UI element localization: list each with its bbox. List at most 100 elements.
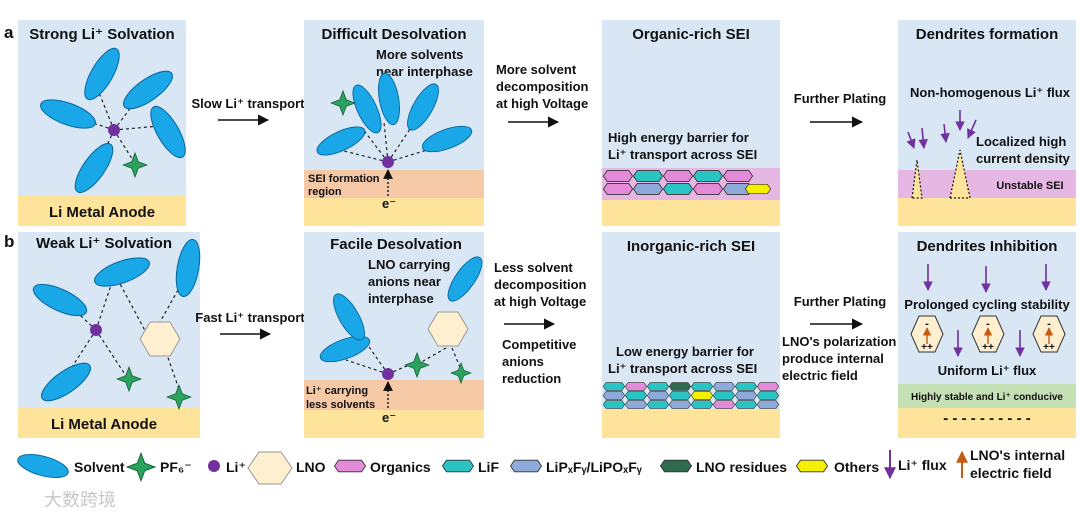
anode-label: Li Metal Anode [51,416,157,433]
lno-plus: ++ [1043,342,1055,353]
legend-pf6: PF₆⁻ [160,459,192,475]
legend-lno-residues-icon [660,459,692,473]
panel-a4-dendrites-formation: Dendrites formation Non-homogenous Li⁺ f… [898,20,1076,226]
arrow-b2-line-1: Less solvent [494,260,573,275]
panel-b3-inorganic-sei: Inorganic-rich SEI Low energy barrier fo… [602,232,780,438]
arrow-b2: Less solvent decomposition at high Volta… [494,260,587,386]
panel-letter-b: b [4,232,14,251]
legend-li-flux: Li⁺ flux [898,457,947,473]
legend-lipxfy: LiPₓFᵧ/LiPOₓFᵧ [546,459,643,475]
stable-sei-layer [898,384,1076,408]
watermark: 大数跨境 [44,490,116,510]
li-ion [90,324,102,336]
lno-polarized-3: - ++ [1032,315,1066,353]
panel-a3-note-1: High energy barrier for [608,130,749,145]
lno-particle [427,311,469,347]
arrow-b3-line-3: electric field [782,368,858,383]
arrow-a2-line-3: at high Voltage [496,96,588,111]
arrow-b3-line-2: produce internal [782,351,884,366]
arrow-b3-line-1: LNO's polarization [782,334,896,349]
panel-a2-note-1: More solvents [376,47,463,62]
arrow-a2: More solvent decomposition at high Volta… [496,62,589,128]
legend-lno: LNO [296,459,326,475]
lno-minus: - [986,318,990,330]
li-flux-arrows [923,264,1051,357]
panel-a3-organic-sei: Organic-rich SEI High energy barrier for… [602,20,780,226]
panel-a3-title: Organic-rich SEI [632,26,750,43]
region-label-2: region [308,186,342,198]
dendrite [949,149,971,199]
legend-solvent-icon [14,449,72,483]
lno-plus: ++ [982,342,994,353]
solvation-cluster [65,279,181,393]
region-label-1: SEI formation [308,173,380,185]
panel-b4-dendrites-inhibition: Dendrites Inhibition Prolonged cycling s… [898,232,1076,438]
arrow-a3: Further Plating [794,91,886,128]
panel-a4-note-1: Localized high [976,134,1066,149]
arrow-a2-line-2: decomposition [496,79,589,94]
li-metal-anode [304,198,484,226]
li-ion [382,156,394,168]
panel-b3-note-2: Li⁺ transport across SEI [608,361,757,376]
lno-minus: - [1047,318,1051,330]
panel-b4-flux: Uniform Li⁺ flux [938,363,1037,378]
li-metal-anode [18,408,200,438]
legend-lno-residues: LNO residues [696,459,787,475]
panel-a2-title: Difficult Desolvation [321,26,466,43]
legend-li-icon [208,460,220,472]
arrow-a1: Slow Li⁺ transport [191,96,305,126]
legend-lipxfy-icon [510,459,542,473]
lno-polarized-1: - ++ [910,315,944,353]
region-label-1: Li⁺ carrying [306,385,368,397]
panel-b2-note-2: anions near [368,274,441,289]
legend-others: Others [834,459,879,475]
legend: Solvent PF₆⁻ Li⁺ LNO Organics LiF LiPₓFᵧ… [14,447,1065,485]
li-carrying-region [304,380,484,410]
panel-b2-title: Facile Desolvation [330,236,462,253]
negative-charge-row: - - - - - - - - - - [943,410,1030,427]
panel-a3-note-2: Li⁺ transport across SEI [608,147,757,162]
electron-label: e⁻ [382,196,396,211]
arrow-a2-line-1: More solvent [496,62,577,77]
lno-particle [139,321,181,357]
li-metal-anode [304,410,484,438]
panel-a1-strong-solvation: Strong Li⁺ Solvation Li Metal Anode [18,20,193,226]
panel-a4-note-2: current density [976,151,1071,166]
lno-plus: ++ [921,342,933,353]
panel-a4-title: Dendrites formation [916,26,1059,43]
panel-b2-note-1: LNO carrying [368,257,450,272]
lno-minus: - [925,318,929,330]
region-label-2: less solvents [306,399,375,411]
solvation-cluster [339,121,441,163]
li-metal-anode [602,410,780,438]
arrow-b2-line-6: reduction [502,371,561,386]
anode-label: Li Metal Anode [49,204,155,221]
unstable-sei-layer [898,170,1076,198]
panel-a1-title: Strong Li⁺ Solvation [29,26,174,43]
li-ion [382,368,394,380]
arrow-a1-label: Slow Li⁺ transport [191,96,305,111]
legend-organics-icon [334,459,366,473]
panel-b1-weak-solvation: Weak Li⁺ Solvation Li Metal Anode [18,232,205,438]
panel-a2-note-2: near interphase [376,64,473,79]
panel-b3-title: Inorganic-rich SEI [627,238,755,255]
panel-a2-difficult-desolvation: Difficult Desolvation More solvents near… [304,20,484,226]
li-metal-anode [602,200,780,226]
arrow-b3-label: Further Plating [794,294,887,309]
li-metal-anode [898,408,1076,438]
arrow-b3: Further Plating LNO's polarization produ… [782,294,896,383]
panel-b1-title: Weak Li⁺ Solvation [36,235,172,252]
arrow-b2-line-3: at high Voltage [494,294,586,309]
li-metal-anode [18,196,186,226]
legend-lif-icon [442,459,474,473]
legend-organics: Organics [370,459,431,475]
dendrite [911,159,923,199]
arrow-b2-line-2: decomposition [494,277,587,292]
arrow-b2-line-4: Competitive [502,337,576,352]
legend-lif: LiF [478,459,499,475]
legend-li: Li⁺ [226,459,246,475]
panel-b3-note-1: Low energy barrier for [616,344,754,359]
li-metal-anode [898,198,1076,226]
unstable-sei-label: Unstable SEI [996,180,1063,192]
